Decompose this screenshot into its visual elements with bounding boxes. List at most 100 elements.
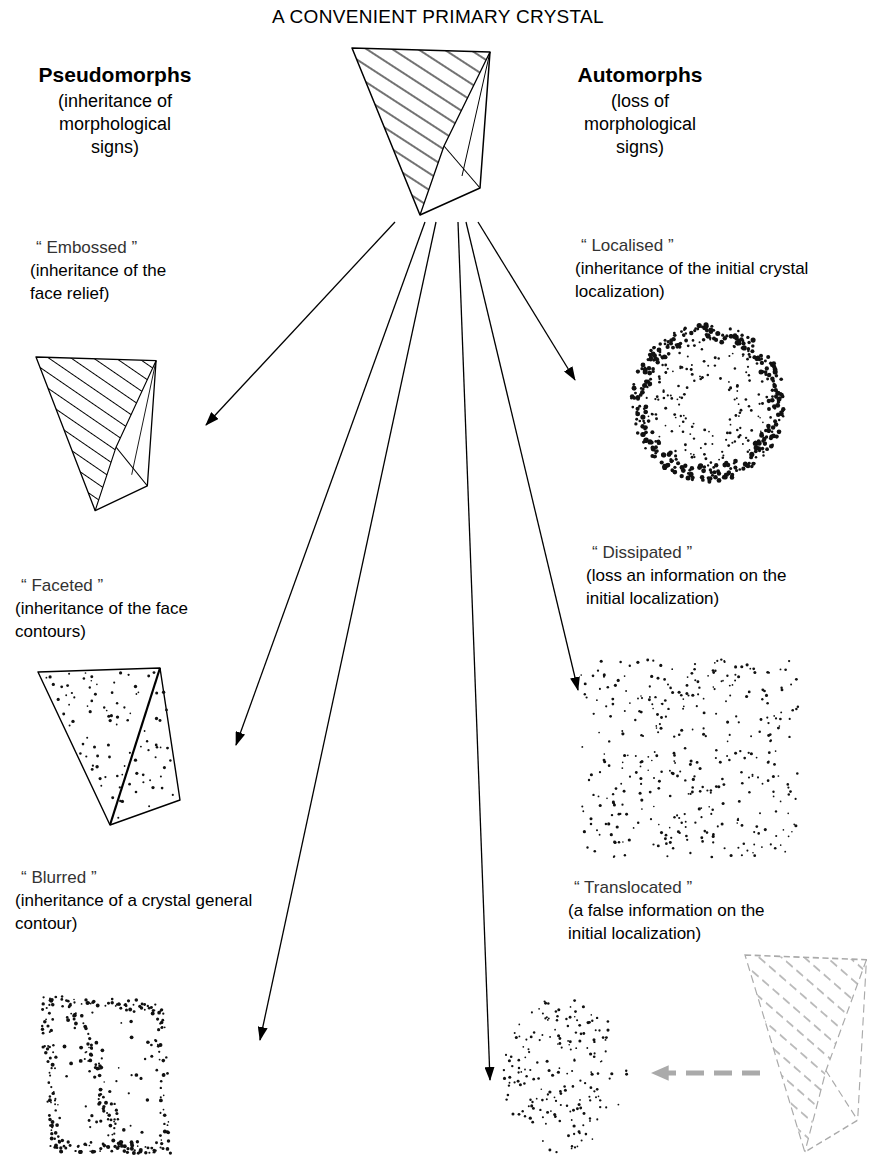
dot: [680, 474, 684, 478]
dot: [732, 335, 736, 339]
dot: [736, 397, 738, 399]
dot: [649, 696, 651, 698]
dot: [664, 699, 667, 702]
dot: [657, 731, 659, 733]
dot: [160, 1080, 163, 1083]
dot: [546, 1111, 549, 1114]
caption: A CONVENIENT PRIMARY CRYSTAL: [262, 4, 614, 30]
dot: [169, 1151, 172, 1154]
dot: [65, 694, 67, 696]
dot: [557, 1071, 560, 1074]
dot: [41, 1025, 43, 1027]
dot: [151, 1012, 155, 1016]
dot: [87, 1033, 89, 1035]
dot: [745, 398, 748, 401]
dot: [88, 1119, 91, 1122]
dot: [107, 1118, 109, 1120]
dot: [729, 734, 731, 736]
arrow-connector: [206, 222, 395, 425]
dot: [590, 823, 593, 826]
dot: [705, 735, 707, 737]
dot: [49, 1075, 51, 1077]
dot: [645, 411, 648, 414]
dot: [61, 1005, 64, 1008]
dot: [591, 1014, 593, 1016]
dot: [619, 661, 622, 664]
dot: [694, 327, 697, 330]
dot: [694, 679, 696, 681]
dot: [555, 1100, 557, 1102]
dot: [625, 813, 628, 816]
dot: [670, 397, 673, 400]
dot: [514, 1032, 516, 1034]
dot: [674, 762, 676, 764]
dot: [725, 334, 728, 337]
dot: [650, 675, 653, 678]
dot: [61, 1139, 65, 1143]
arrow-connector: [466, 222, 578, 690]
dot: [702, 338, 706, 342]
embossed-crystal: [36, 357, 156, 511]
dot: [669, 687, 672, 690]
dot: [514, 1081, 516, 1083]
dot: [790, 684, 792, 686]
dot: [117, 817, 119, 819]
dot: [549, 1036, 551, 1038]
dot: [712, 686, 714, 688]
dot: [84, 1058, 86, 1060]
dot: [760, 430, 762, 432]
dot: [582, 1124, 584, 1126]
dot: [60, 998, 63, 1001]
dot: [706, 789, 708, 791]
dot: [739, 411, 742, 414]
dot: [721, 451, 723, 453]
dot: [683, 705, 685, 707]
dot: [117, 1002, 120, 1005]
dot: [169, 759, 171, 761]
dot: [165, 1056, 167, 1058]
dot: [697, 323, 702, 328]
dot: [764, 359, 767, 362]
dot: [709, 327, 714, 332]
dot: [610, 1072, 613, 1075]
dot: [524, 1056, 526, 1058]
dot: [600, 1061, 602, 1063]
dot: [780, 844, 782, 846]
dot: [113, 1118, 115, 1120]
dot: [586, 846, 588, 848]
dot: [676, 398, 678, 400]
dot: [736, 390, 738, 392]
caption: “ Blurred ”(inheritance of a crystal gen…: [15, 866, 255, 935]
dot: [599, 771, 601, 773]
dot: [616, 825, 619, 828]
dot: [729, 386, 732, 389]
dot: [750, 349, 754, 353]
dot: [113, 682, 115, 684]
dot: [737, 675, 740, 678]
dot: [63, 1045, 67, 1049]
dot: [777, 429, 782, 434]
dot: [605, 1050, 607, 1052]
dot: [77, 1145, 80, 1148]
dot: [61, 995, 63, 997]
dot: [541, 1099, 544, 1102]
dot: [94, 1063, 97, 1066]
dot: [760, 361, 764, 365]
faceted-crystal: [38, 668, 180, 825]
dot: [507, 1094, 510, 1097]
dot: [691, 786, 694, 789]
dot: [682, 420, 685, 423]
dot: [608, 764, 611, 767]
dot: [581, 746, 583, 748]
dot: [783, 829, 785, 831]
dot: [743, 842, 746, 845]
dot: [589, 1052, 592, 1055]
dot: [661, 703, 663, 705]
dot: [140, 1131, 143, 1134]
dot: [690, 466, 695, 471]
dot: [86, 1051, 88, 1053]
dot: [111, 1134, 113, 1136]
dot: [511, 1113, 514, 1116]
dot: [160, 1027, 162, 1029]
